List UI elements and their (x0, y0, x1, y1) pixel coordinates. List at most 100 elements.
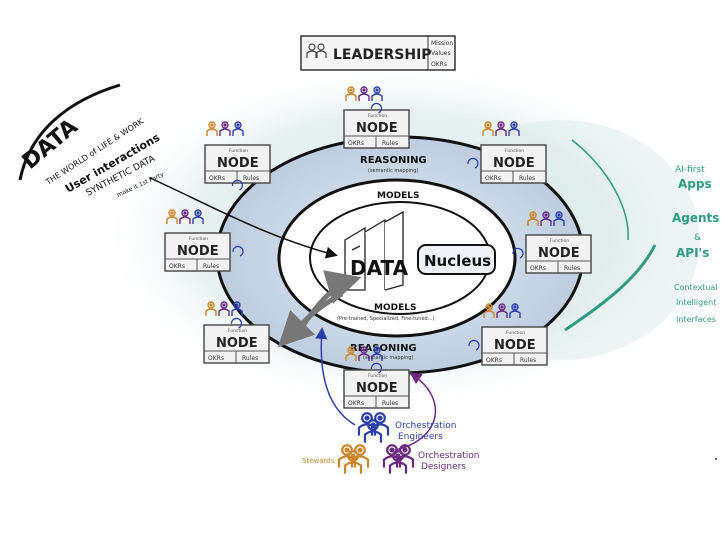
designers-line-1: Orchestration (418, 451, 479, 461)
steward-person-icon (343, 450, 363, 474)
person-icon-blue (371, 346, 383, 361)
cycle-icon (512, 247, 524, 259)
person-icon-blue (508, 121, 520, 136)
node-okrs: OKRs (169, 263, 185, 270)
person-icon-purple (219, 121, 231, 136)
designers-line-2: Designers (421, 462, 466, 472)
data-input-arrow (149, 177, 338, 259)
stewards-label: Stewards (302, 457, 335, 465)
cycle-icon (370, 102, 383, 114)
nucleus-box (417, 244, 496, 275)
interfaces-line-1: Contextual (674, 283, 718, 292)
cycle-icon (232, 245, 244, 257)
node-title: NODE (494, 338, 536, 353)
apps-line-1: AI-first (675, 165, 705, 175)
cycle-icon (370, 362, 383, 374)
models-bottom-sub: (Pre-trained, Specialized, Fine-tuned...… (337, 316, 434, 322)
node-function-label: Function (189, 236, 208, 242)
roles-group (337, 412, 415, 474)
person-icon-orange (345, 86, 357, 101)
person-icon-orange (166, 209, 178, 224)
models-bottom-label: MODELS (374, 303, 416, 313)
node-okrs: OKRs (208, 355, 224, 362)
cycle-icon (231, 179, 244, 191)
node-rules: Rules (243, 175, 259, 182)
person-icon-orange (482, 121, 494, 136)
engineer-person-icon (370, 412, 390, 436)
person-icon-purple (358, 346, 370, 361)
agents-line-2: & (694, 233, 701, 243)
node-rules: Rules (519, 175, 535, 182)
node-okrs: OKRs (209, 175, 225, 182)
person-icon-orange (527, 211, 539, 226)
reasoning-top-sub: (semantic mapping) (368, 168, 418, 174)
person-icon-blue (192, 209, 204, 224)
node-title: NODE (493, 156, 535, 171)
node-rules: Rules (520, 357, 536, 364)
stray-dot (715, 458, 717, 460)
models-top-label: MODELS (377, 191, 419, 201)
node-title: NODE (356, 381, 398, 396)
leadership-tag-values: Values (431, 50, 451, 57)
cycle-icon (467, 157, 479, 169)
node-function-label: Function (229, 148, 248, 154)
engineer-person-icon (357, 412, 377, 436)
cycle-icon (230, 317, 243, 329)
node-okrs: OKRs (348, 140, 364, 147)
designer-person-icon (395, 444, 415, 468)
person-icon-blue (509, 303, 521, 318)
data-core-label: DATA (350, 256, 409, 280)
node-rules: Rules (564, 265, 580, 272)
node-function-label: Function (550, 238, 569, 244)
person-icon-blue (553, 211, 565, 226)
node-rules: Rules (382, 400, 398, 407)
interfaces-line-2: Intelligent (676, 298, 716, 307)
node-okrs: OKRs (485, 175, 501, 182)
leadership-tag-mission: Mission (431, 40, 453, 47)
person-icon-purple (540, 211, 552, 226)
right-annotations: AI-first Apps Agents & API's Contextual … (564, 139, 719, 332)
person-icon-orange (345, 346, 357, 361)
reasoning-bottom-label: REASONING (350, 343, 417, 354)
interfaces-line-3: Interfaces (676, 315, 716, 324)
engineers-arrow (315, 327, 356, 426)
node-title: NODE (356, 121, 398, 136)
node-title: NODE (217, 156, 259, 171)
node-rules: Rules (203, 263, 219, 270)
person-icon-blue (371, 86, 383, 101)
person-icon-purple (179, 209, 191, 224)
data-arc-1 (18, 83, 121, 181)
person-icon-purple (358, 86, 370, 101)
person-icon-blue (232, 121, 244, 136)
node-function-label: Function (506, 330, 525, 336)
people-icon (306, 43, 327, 58)
node-title: NODE (216, 336, 258, 351)
agents-line-1: Agents (672, 211, 719, 225)
agents-line-3: API's (676, 246, 709, 260)
person-icon-purple (496, 303, 508, 318)
person-icon-orange (206, 121, 218, 136)
person-icon-orange (483, 303, 495, 318)
person-icon-purple (218, 301, 230, 316)
node-okrs: OKRs (486, 357, 502, 364)
node-rules: Rules (242, 355, 258, 362)
steward-person-icon (350, 444, 370, 468)
teal-bracket-lower (564, 244, 657, 332)
person-icon-orange (205, 301, 217, 316)
engineers-line-2: Engineers (398, 432, 443, 442)
feedback-arrow-down (277, 291, 344, 348)
node-rules: Rules (382, 140, 398, 147)
node-function-label: Function (228, 328, 247, 334)
nucleus-label: Nucleus (424, 252, 491, 270)
cycle-icon (468, 339, 480, 351)
designer-person-icon (388, 450, 408, 474)
